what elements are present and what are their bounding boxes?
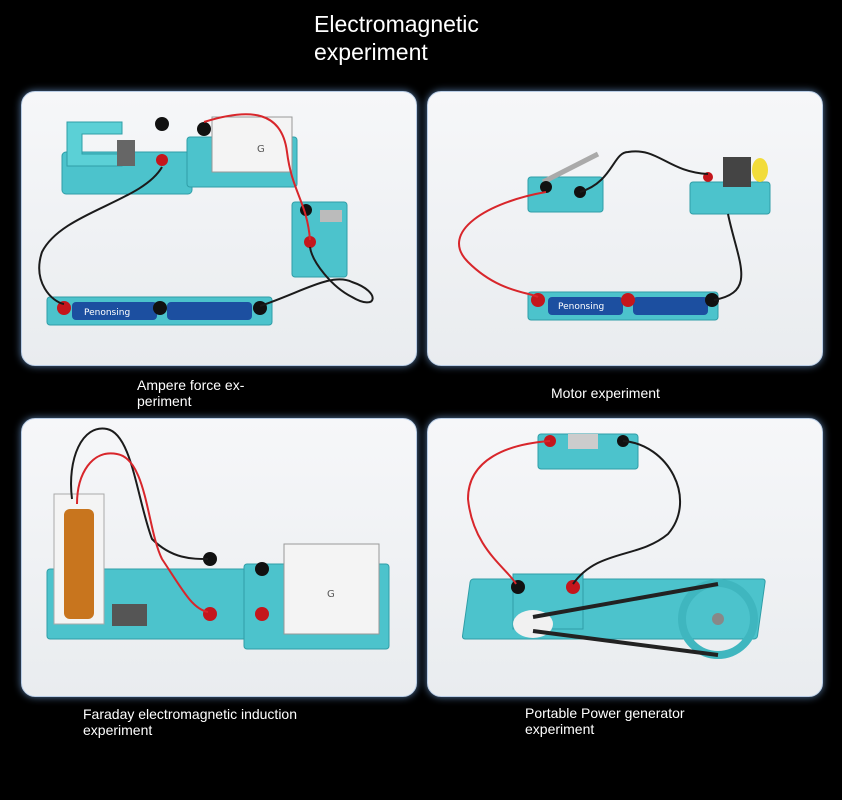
faraday-induction-panel: G	[21, 418, 417, 697]
caption-line-1: Portable Power generator	[525, 705, 685, 721]
faraday-illustration: G	[46, 427, 390, 650]
battery-label: Penonsing	[558, 302, 604, 312]
ampere-force-panel: G Penonsing	[21, 91, 417, 366]
title-line-2: experiment	[314, 39, 428, 65]
caption-line-2: experiment	[525, 721, 595, 737]
caption-line-1: Ampere force ex-	[137, 377, 245, 393]
caption-line-2: periment	[137, 393, 192, 409]
caption-line-2: experiment	[83, 722, 153, 738]
ampere-force-illustration: G Penonsing	[38, 113, 374, 326]
meter-g-label: G	[327, 589, 335, 600]
power-generator-caption: Portable Power generator experiment	[525, 705, 685, 737]
motor-caption: Motor experiment	[551, 385, 660, 401]
faraday-caption: Faraday electromagnetic induction experi…	[83, 706, 297, 738]
page-title: Electromagnetic experiment	[314, 10, 574, 66]
motor-panel: Penonsing	[427, 91, 823, 366]
ampere-force-caption: Ampere force ex- periment	[137, 377, 244, 409]
caption-line-1: Faraday electromagnetic induction	[83, 706, 298, 722]
battery-label: Penonsing	[84, 308, 130, 318]
caption-line-1: Motor experiment	[551, 385, 660, 401]
power-generator-illustration	[461, 433, 766, 659]
motor-illustration: Penonsing	[458, 150, 771, 321]
power-generator-panel	[427, 418, 823, 697]
meter-g-label: G	[257, 144, 265, 155]
title-line-1: Electromagnetic	[314, 11, 479, 37]
